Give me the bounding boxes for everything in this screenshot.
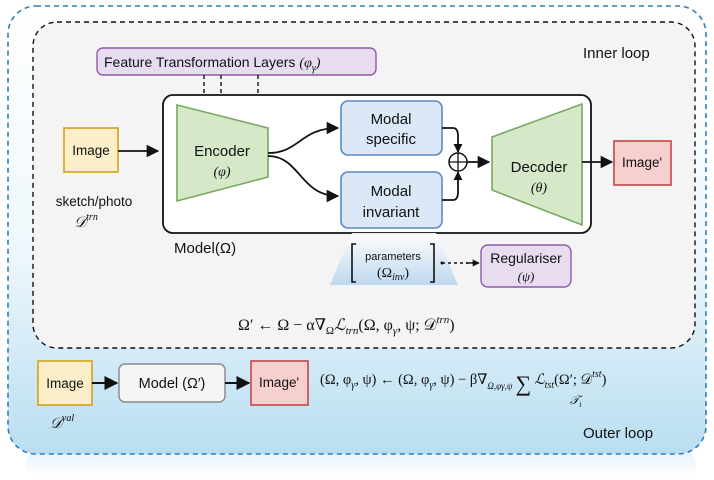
encoder-block [176,103,269,203]
outer-loop-label: Outer loop [583,425,653,442]
modal-specific-line2: specific [366,131,417,148]
output-image-box [613,140,672,186]
feature-layers-label: Feature Transformation Layers(φγ) [104,54,321,74]
outer-update-equation: (Ω, φγ, ψ) ← (Ω, φγ, ψ) − β∇Ω,φγ,ψ∑ℒtst(… [320,369,607,396]
parameters-symbol: (Ωinv) [377,266,409,283]
param-bracket-left [351,243,356,283]
encoder-to-invariant-arrow [267,155,340,203]
decoder-block [491,102,583,227]
regulariser-box [480,244,572,288]
val-dataset: 𝒟val [50,413,74,432]
feature-transformation-layers [96,47,377,76]
modal-invariant-line1: Modal [371,183,412,200]
specific-to-combine-arrow [442,127,463,153]
decoder-param: (θ) [531,181,548,196]
regulariser-label: Regulariser [490,250,562,266]
parameters-label: parameters [365,251,421,263]
output-image-label: Image' [622,155,662,170]
invariant-to-combine-arrow [442,171,463,201]
param-bracket-right [430,243,435,283]
encoder-label: Encoder [194,143,250,160]
model-prime-label: Model (Ω′) [139,376,206,392]
val-image-box [37,360,93,406]
val-output-image-label: Image' [259,375,299,390]
parameters-shadow [330,233,458,285]
encoder-param: (φ) [213,165,230,180]
reflection [26,452,696,476]
regulariser-param: (ψ) [518,269,535,284]
encoder-to-specific-arrow [267,121,340,154]
input-dataset: 𝒟trn [74,212,98,231]
input-image-box [63,127,119,173]
val-image-label: Image [46,376,84,391]
input-caption: sketch/photo [56,194,133,209]
inner-update-equation: Ω′ ← Ω − α∇Ωℒtrn(Ω, φγ, ψ; 𝒟trn) [238,314,455,337]
inner-loop-label: Inner loop [583,45,650,62]
decoder-label: Decoder [511,159,568,176]
input-image-label: Image [72,143,110,158]
val-output-image-box [250,360,309,406]
model-label: Model(Ω) [174,240,236,257]
param-line-dot [440,261,444,265]
modal-invariant-line2: invariant [363,204,421,221]
modal-specific-line1: Modal [371,111,412,128]
